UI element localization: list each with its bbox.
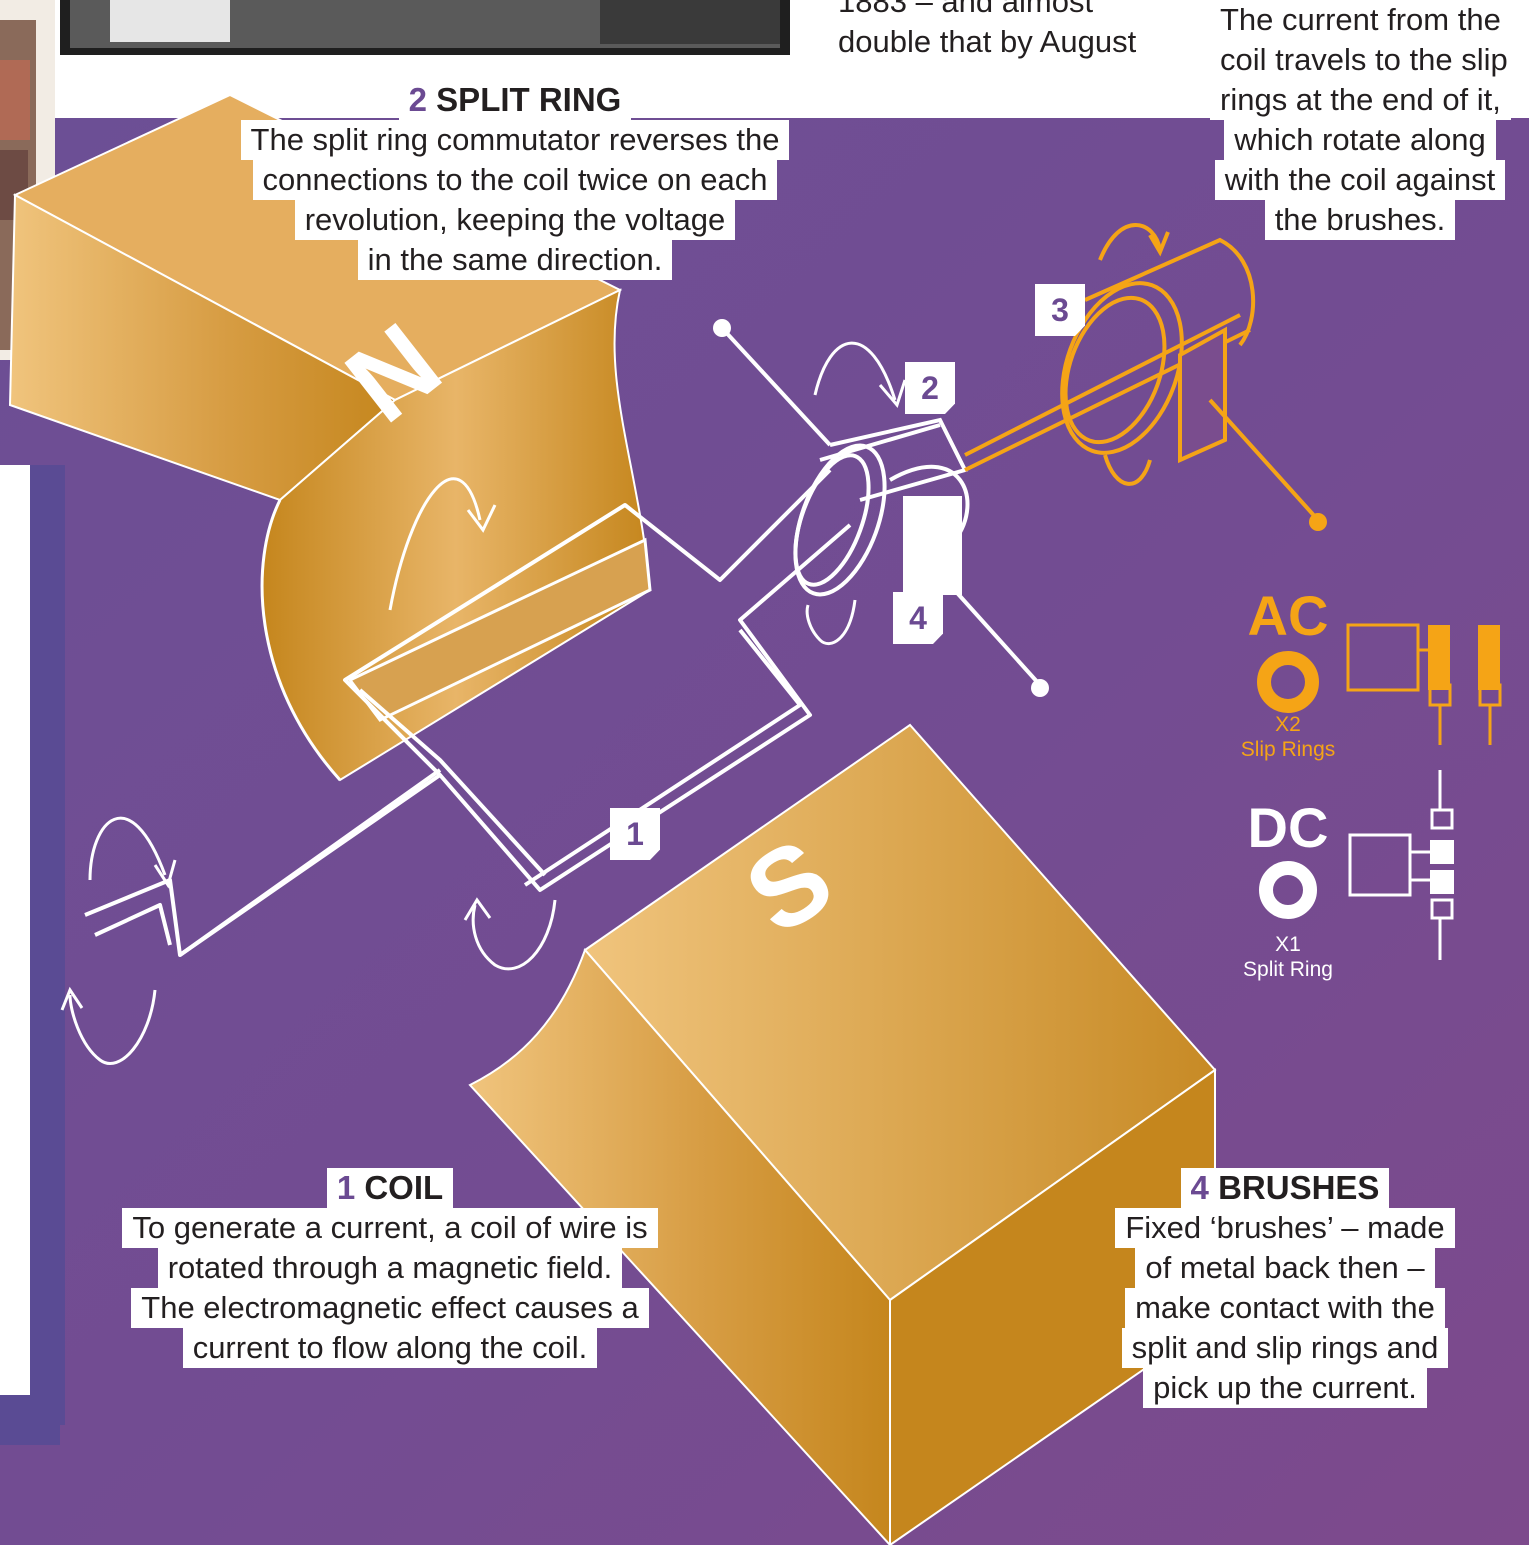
engraving-photo <box>60 0 790 55</box>
split-ring-label: 2 SPLIT RING The split ring commutator r… <box>230 80 800 280</box>
top-snippet-text: 1883 – and almost double that by August <box>838 0 1168 62</box>
coil-title: COIL <box>364 1169 443 1206</box>
callout-4: 4 <box>893 592 943 644</box>
slip-rings-line: The current from the <box>1210 0 1511 40</box>
coil-line: current to flow along the coil. <box>183 1328 598 1368</box>
slip-rings-line: the brushes. <box>1265 200 1456 240</box>
ac-legend-count: X2 <box>1223 712 1353 737</box>
split-ring-title: SPLIT RING <box>436 81 621 118</box>
top-snippet-line2: double that by August <box>838 22 1168 62</box>
split-ring-heading: 2 SPLIT RING <box>399 80 632 120</box>
brushes-line: pick up the current. <box>1143 1368 1427 1408</box>
brushes-line: split and slip rings and <box>1122 1328 1449 1368</box>
coil-line: The electromagnetic effect causes a <box>131 1288 648 1328</box>
split-ring-number: 2 <box>409 81 427 118</box>
split-ring-line: in the same direction. <box>358 240 673 280</box>
brushes-line: make contact with the <box>1125 1288 1445 1328</box>
brushes-title: BRUSHES <box>1218 1169 1379 1206</box>
brushes-line: of metal back then – <box>1135 1248 1434 1288</box>
split-ring-line: The split ring commutator reverses the <box>241 120 790 160</box>
slip-rings-line: which rotate along <box>1224 120 1496 160</box>
split-ring-line: revolution, keeping the voltage <box>295 200 736 240</box>
dc-legend-count: X1 <box>1223 932 1353 957</box>
brushes-line: Fixed ‘brushes’ – made <box>1115 1208 1454 1248</box>
ac-legend-title: AC <box>1233 588 1343 644</box>
callout-3: 3 <box>1035 284 1085 336</box>
callout-2: 2 <box>905 362 955 414</box>
slip-rings-line: coil travels to the slip <box>1210 40 1518 80</box>
ac-legend-caption: X2 Slip Rings <box>1223 712 1353 762</box>
dc-legend-name: Split Ring <box>1223 957 1353 982</box>
coil-line: rotated through a magnetic field. <box>158 1248 623 1288</box>
dc-legend-caption: X1 Split Ring <box>1223 932 1353 982</box>
coil-label: 1 COIL To generate a current, a coil of … <box>120 1168 660 1368</box>
dc-legend-title: DC <box>1233 800 1343 856</box>
coil-line: To generate a current, a coil of wire is <box>122 1208 657 1248</box>
coil-number: 1 <box>337 1169 355 1206</box>
coil-heading: 1 COIL <box>327 1168 453 1208</box>
top-snippet-line1: 1883 – and almost <box>838 0 1168 22</box>
brushes-label: 4 BRUSHES Fixed ‘brushes’ – made of meta… <box>1110 1168 1460 1408</box>
brushes-number: 4 <box>1191 1169 1209 1206</box>
slip-rings-description: The current from the coil travels to the… <box>1210 0 1510 240</box>
slip-rings-line: with the coil against <box>1215 160 1506 200</box>
slip-rings-line: rings at the end of it, <box>1210 80 1511 120</box>
ac-legend-name: Slip Rings <box>1223 737 1353 762</box>
brushes-heading: 4 BRUSHES <box>1181 1168 1390 1208</box>
split-ring-line: connections to the coil twice on each <box>253 160 778 200</box>
callout-1: 1 <box>610 808 660 860</box>
